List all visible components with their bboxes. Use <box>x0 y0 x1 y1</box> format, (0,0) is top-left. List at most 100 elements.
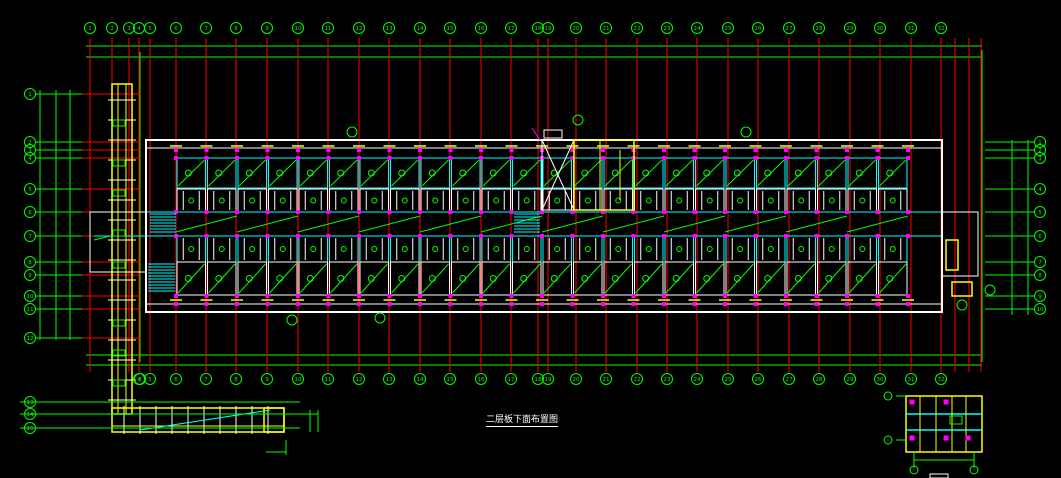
axis-bubble-bottom: 30 <box>874 373 886 385</box>
section-callout <box>956 299 968 311</box>
column <box>265 210 270 214</box>
axis-bubble-circle <box>631 373 643 385</box>
axis-bubble-label: 12 <box>356 26 363 32</box>
column <box>814 156 819 160</box>
column <box>448 302 453 306</box>
slab-diagonal <box>757 263 785 294</box>
axis-bubble-label: 25 <box>725 377 732 383</box>
column <box>448 234 453 238</box>
slab-cell <box>817 261 847 296</box>
slab-mark <box>767 197 774 204</box>
axis-bubble-bottom: 21 <box>600 373 612 385</box>
column <box>692 234 697 238</box>
axis-bubble-label: 26 <box>755 377 762 383</box>
axis-bubble-label: 7 <box>204 377 208 383</box>
slab-cell <box>725 157 755 189</box>
slab-mark <box>462 246 469 252</box>
slab-mark <box>188 246 195 252</box>
column <box>479 148 483 152</box>
column <box>906 302 910 306</box>
slab-cell <box>298 261 328 296</box>
axis-bubble-left: 10 <box>24 290 36 302</box>
column <box>357 156 361 160</box>
column <box>814 294 819 298</box>
slab-mark <box>432 246 439 252</box>
column <box>418 234 422 238</box>
slab-diagonal <box>513 263 541 294</box>
column <box>723 148 727 152</box>
slab-mark <box>218 197 225 204</box>
axis-bubble-circle <box>261 22 273 34</box>
axis-bubble-bottom: 29 <box>844 373 856 385</box>
column <box>418 302 422 306</box>
slab-diagonal <box>299 263 327 294</box>
axis-bubble-circle <box>24 396 36 408</box>
slab-cell <box>878 261 908 296</box>
column <box>845 148 849 152</box>
slab-cell <box>359 261 389 296</box>
slab-mark <box>279 246 286 252</box>
slab-diagonal <box>787 159 815 187</box>
axis-bubble-circle <box>874 373 886 385</box>
axis-bubble-bottom: 18 <box>532 373 544 385</box>
column <box>662 156 666 160</box>
axis-bubble-bottom: 14 <box>414 373 426 385</box>
slab-mark <box>706 246 713 252</box>
axis-bubble-label: 11 <box>325 377 332 383</box>
left-wing-mark <box>112 319 126 327</box>
axis-bubble-circle <box>783 22 795 34</box>
slab-diagonal <box>604 263 632 294</box>
slab-cell <box>603 157 633 189</box>
column <box>448 294 453 298</box>
axis-bubble-label: 1 <box>1038 140 1042 146</box>
slab-cell <box>756 261 786 296</box>
axis-bubble-label: 9 <box>1038 294 1042 300</box>
axis-bubble-circle <box>444 373 456 385</box>
axis-bubble-top: 27 <box>783 22 795 34</box>
axis-bubble-left: 12 <box>24 332 36 344</box>
axis-bubble-label: 18 <box>535 26 542 32</box>
axis-bubble-label: 2 <box>1038 148 1042 154</box>
label-box <box>543 129 563 139</box>
axis-bubble-label: 8 <box>234 26 238 32</box>
slab-mark <box>401 197 408 204</box>
bottom-wing-end <box>263 407 285 433</box>
slab-diagonal <box>238 263 266 294</box>
column <box>296 210 300 214</box>
axis-bubble-circle <box>24 144 36 156</box>
axis-bubble-label: 32 <box>938 377 945 383</box>
axis-bubble-circle <box>84 22 96 34</box>
column <box>174 210 178 214</box>
axis-bubble-circle <box>1034 183 1046 195</box>
axis-bubble-circle <box>542 22 554 34</box>
axis-bubble-label: 13 <box>386 377 393 383</box>
slab-diagonal <box>391 263 419 294</box>
axis-bubble-circle <box>1034 144 1046 156</box>
slab-mark <box>889 246 896 252</box>
left-wing-plan <box>20 83 319 455</box>
column <box>875 234 880 238</box>
axis-bubble-circle <box>134 373 146 385</box>
left-wing-stair <box>89 211 147 273</box>
axis-bubble-circle <box>200 373 212 385</box>
axis-bubble-top: 7 <box>200 22 212 34</box>
slab-diagonal <box>269 159 297 187</box>
axis-bubble-label: 2 <box>110 26 114 32</box>
axis-bubble-left: 2 <box>24 136 36 148</box>
axis-bubble-label: 15 <box>447 26 454 32</box>
right-end <box>941 211 979 277</box>
column <box>845 234 849 238</box>
slab-diagonal <box>391 159 419 187</box>
axis-bubble-label: 3 <box>138 377 142 383</box>
axis-bubble-label: 27 <box>786 377 793 383</box>
column <box>326 234 331 238</box>
axis-bubble-bottom: 22 <box>631 373 643 385</box>
axis-bubble-top: 30 <box>874 22 886 34</box>
column <box>875 294 880 298</box>
detail-column <box>943 399 949 405</box>
slab-mark <box>828 197 835 204</box>
bottom-wing-diag <box>139 409 271 431</box>
